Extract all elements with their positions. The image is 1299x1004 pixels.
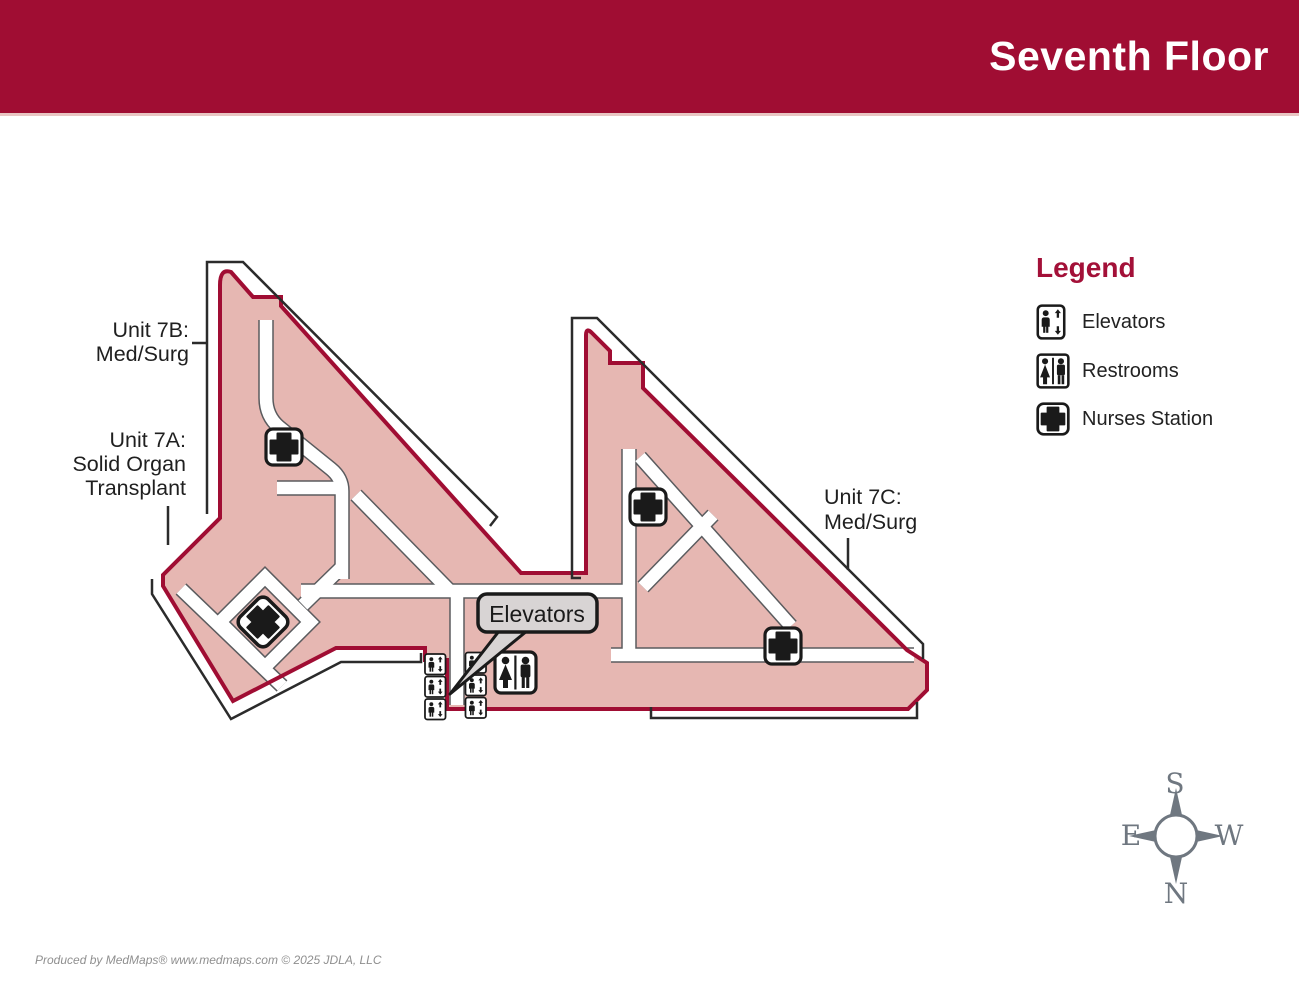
corridors: [175, 320, 914, 705]
legend-item-label: Nurses Station: [1082, 407, 1214, 430]
legend-item-label: Restrooms: [1082, 359, 1179, 382]
map-credit: Produced by MedMaps® www.medmaps.com © 2…: [35, 953, 382, 967]
legend-item-nurses-station: Nurses Station: [1036, 402, 1286, 436]
restroom-icon: [493, 650, 538, 695]
compass-north-label: N: [1164, 877, 1189, 910]
unit-7b-label-line1: Unit 7B:: [113, 318, 189, 342]
nurses-station-icon: [763, 626, 803, 666]
legend-title: Legend: [1036, 252, 1136, 283]
elevator-icon: [1036, 304, 1082, 340]
elevators-callout-label: Elevators: [489, 601, 585, 627]
legend-item-label: Elevators: [1082, 310, 1166, 333]
elevators-callout: Elevators: [448, 592, 599, 696]
unit-7c-label-line1: Unit 7C:: [824, 485, 902, 509]
elevator-icon: [424, 653, 447, 676]
legend-item-restrooms: Restrooms: [1036, 353, 1286, 389]
unit-7b-label-line2: Med/Surg: [96, 342, 189, 366]
unit-7a-label-line2: Solid Organ: [72, 452, 186, 476]
unit-7a-label-line3: Transplant: [85, 476, 186, 500]
restroom-icon: [1036, 353, 1082, 389]
building-footprint: [163, 271, 927, 709]
compass-east-label: E: [1121, 819, 1141, 852]
compass-rose: S W N E: [1121, 767, 1244, 910]
legend: Legend Elevators: [1036, 252, 1286, 449]
page-title: Seventh Floor: [989, 33, 1269, 79]
elevator-icon: [424, 698, 447, 721]
nurses-station-icon: [628, 487, 668, 527]
compass-south-label: S: [1165, 767, 1184, 800]
unit-extent-outline: [150, 260, 925, 721]
nurses-station-icon: [1036, 402, 1082, 436]
elevator-icon: [464, 696, 487, 719]
legend-item-elevators: Elevators: [1036, 304, 1286, 340]
unit-7a-label-line1: Unit 7A:: [110, 428, 186, 452]
unit-7c-label-line2: Med/Surg: [824, 510, 917, 534]
nurses-station-icon: [264, 427, 304, 467]
compass-west-label: W: [1215, 819, 1244, 852]
elevator-icon: [424, 675, 447, 698]
header-banner: Seventh Floor: [0, 0, 1299, 116]
